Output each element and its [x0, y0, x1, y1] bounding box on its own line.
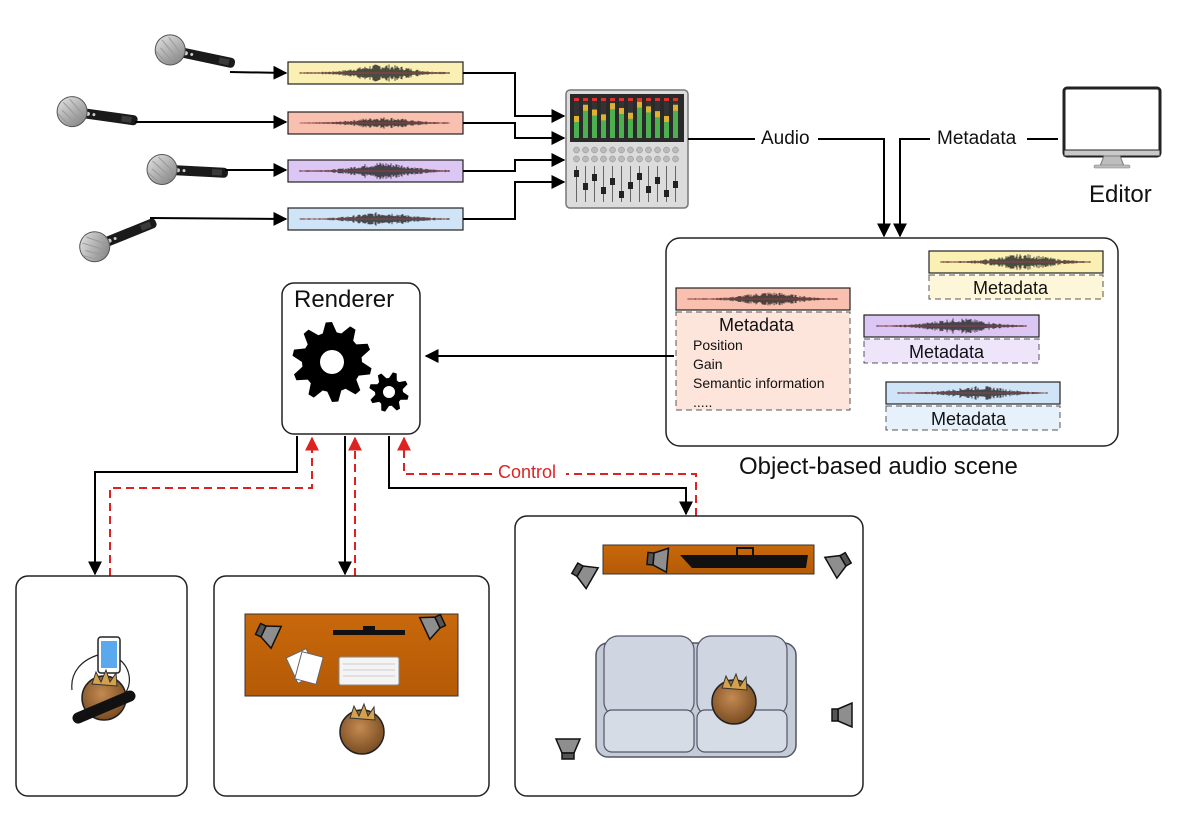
waveform [876, 318, 1027, 334]
mixing-console-icon [565, 89, 689, 209]
metadata-link [893, 138, 1058, 238]
mic-arrows [135, 65, 288, 226]
microphone-icon [54, 94, 141, 137]
red-object-metadata-title: Metadata [719, 315, 795, 335]
object-metadata-red [675, 311, 851, 411]
red-object-field: Position [693, 337, 743, 353]
tablet-icon [97, 636, 121, 674]
microphone-icon [151, 31, 239, 79]
audio-link [688, 138, 891, 238]
blue-object-metadata-title: Metadata [931, 409, 1007, 429]
waveform [299, 212, 450, 226]
scene-caption: Object-based audio scene [739, 453, 1018, 480]
sofa-icon [595, 635, 797, 758]
control-label: Control [496, 462, 559, 483]
yellow-object-metadata-title: Metadata [973, 278, 1049, 298]
waveform [299, 64, 450, 82]
monitor-icon [1062, 86, 1162, 169]
small-gear-icon [369, 372, 409, 412]
waveform [897, 386, 1048, 400]
microphone-icon [74, 207, 163, 267]
audio-label: Audio [759, 128, 812, 150]
object-metadata-purple [863, 338, 1040, 364]
red-object-field: Semantic information [693, 375, 825, 391]
object-metadata-blue [885, 405, 1061, 431]
papers-icon [285, 647, 324, 685]
waveform [299, 162, 450, 180]
monitor-icon [333, 626, 405, 635]
large-gear-icon [292, 322, 372, 402]
microphone-icon [145, 153, 230, 189]
red-object-field: ..... [693, 394, 713, 410]
track-to-mixer-arrows [463, 72, 566, 220]
control-arrows [109, 436, 697, 576]
waveform [299, 117, 450, 129]
renderer-label: Renderer [294, 286, 395, 313]
metadata-link-label: Metadata [935, 128, 1019, 150]
audio-tracks [287, 61, 464, 231]
headphones-icon [72, 690, 136, 724]
soundbar-icon [680, 547, 808, 568]
keyboard-icon [338, 656, 400, 686]
purple-object-metadata-title: Metadata [909, 342, 985, 362]
red-object-field: Gain [693, 356, 723, 372]
renderer-output-arrows [88, 436, 693, 576]
waveform [940, 254, 1091, 270]
waveform [687, 292, 838, 306]
object-metadata-yellow [928, 274, 1104, 300]
editor-label: Editor [1089, 181, 1152, 208]
